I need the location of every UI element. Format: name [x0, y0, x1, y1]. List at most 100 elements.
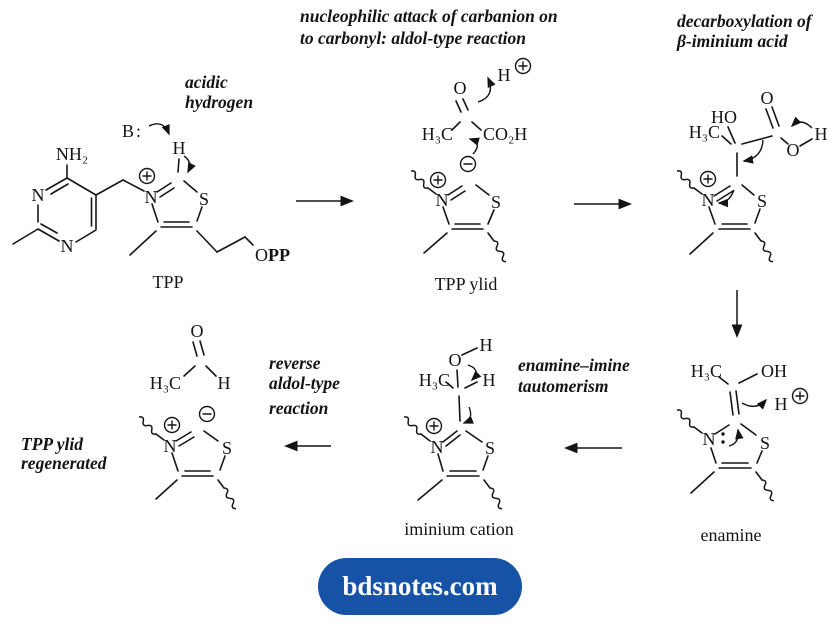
atom-label-o: O	[761, 88, 774, 108]
atom-label-s: S	[760, 433, 770, 453]
atom-label-o: O	[787, 140, 800, 160]
structure-tpp: NH₂ N N N S H B:	[12, 121, 290, 292]
structure-beta-iminium-acid: HO H₃C O O H N S	[674, 88, 828, 264]
atom-label-s: S	[757, 191, 767, 211]
atom-label-n: N	[702, 190, 715, 210]
structure-name-tpp-ylid: TPP ylid	[435, 274, 498, 294]
atom-label-s: S	[491, 192, 501, 212]
atom-label-h3c: H₃C	[419, 370, 450, 390]
structure-tpp-ylid-pyruvate: O H₃C CO₂H H N S TPP ylid	[408, 57, 532, 294]
atom-label-base: B:	[122, 121, 143, 141]
structure-iminium-cation: H O H₃C H N S iminium cation	[401, 335, 514, 539]
atom-label-n: N	[145, 187, 158, 207]
atom-label-ho: HO	[711, 107, 737, 127]
caption-line: aldol-type	[269, 373, 340, 393]
curved-arrow	[741, 398, 768, 410]
caption-tautomerism: enamine–imine tautomerism	[518, 355, 630, 396]
atom-label-oh: OH	[761, 361, 787, 381]
caption-line: to carbonyl: aldol-type reaction	[300, 28, 526, 48]
squiggle-bond	[758, 239, 776, 264]
caption-line: TPP ylid	[21, 434, 83, 454]
structure-enamine: H₃C OH H N S enamine	[674, 361, 809, 545]
plus-charge-icon	[699, 170, 717, 188]
squiggle-bond	[674, 407, 697, 430]
plus-charge-icon	[429, 171, 447, 189]
atom-label-co2h: CO₂H	[483, 124, 527, 144]
caption-line: decarboxylation of	[677, 11, 814, 31]
plus-charge-icon	[791, 387, 809, 405]
caption-line: reaction	[269, 398, 328, 418]
caption-line: reverse	[269, 353, 321, 373]
atom-label-h3c: H₃C	[422, 124, 453, 144]
structure-name-enamine: enamine	[701, 525, 762, 545]
caption-decarboxylation: decarboxylation of β-iminium acid	[676, 11, 814, 51]
atom-label-o: O	[255, 245, 268, 265]
caption-line: tautomerism	[518, 376, 608, 396]
methyl-bond	[129, 230, 157, 256]
atom-label-n: N	[703, 429, 716, 449]
plus-charge-icon	[138, 167, 156, 185]
curved-arrow	[742, 139, 764, 164]
structure-name-tpp: TPP	[152, 272, 183, 292]
caption-line: β-iminium acid	[676, 31, 788, 51]
squiggle-bond	[491, 239, 509, 264]
atom-label-h: H	[480, 335, 493, 355]
atom-label-h: H	[483, 370, 496, 390]
plus-charge-icon	[163, 416, 181, 434]
atom-label-o: O	[191, 321, 204, 341]
atom-label-s: S	[485, 438, 495, 458]
curved-arrow	[462, 406, 474, 424]
minus-charge-icon	[459, 155, 477, 173]
atom-label-o: O	[454, 78, 467, 98]
atom-label-pp: PP	[268, 245, 290, 265]
atom-label-h: H	[815, 124, 828, 144]
atom-label-h: H	[218, 373, 231, 393]
atom-label-nh2: NH₂	[56, 144, 88, 164]
squiggle-bond	[759, 478, 777, 503]
caption-reverse-aldol: reverse aldol-type reaction	[269, 353, 340, 418]
caption-ylid-regenerated: TPP ylid regenerated	[21, 434, 107, 473]
methyl-bond	[689, 232, 714, 255]
caption-acidic-hydrogen: acidic hydrogen	[185, 72, 253, 112]
caption-line: hydrogen	[185, 92, 253, 112]
squiggle-bond	[487, 486, 505, 511]
minus-charge-icon	[198, 405, 216, 423]
caption-line: regenerated	[21, 453, 107, 473]
atom-label-h3c: H₃C	[689, 122, 720, 142]
methyl-bond	[12, 228, 39, 245]
curved-arrow	[183, 155, 196, 174]
plus-charge-icon	[425, 417, 443, 435]
atom-label-h3c: H₃C	[691, 361, 722, 381]
squiggle-bond	[136, 414, 159, 437]
atom-label-n: N	[431, 437, 444, 457]
atom-label-s: S	[222, 438, 232, 458]
methyl-bond	[690, 471, 715, 494]
caption-line: nucleophilic attack of carbanion on	[300, 6, 558, 26]
bdsnotes-badge-label: bdsnotes.com	[342, 571, 498, 601]
atom-label-h: H	[173, 138, 186, 158]
squiggle-bond	[408, 168, 431, 191]
atom-label-n: N	[436, 190, 449, 210]
curved-arrow	[468, 137, 480, 155]
methyl-bond	[155, 479, 178, 500]
atom-label-h-plus: H	[498, 65, 511, 85]
curved-arrow	[467, 364, 482, 382]
squiggle-bond	[674, 168, 697, 191]
atom-label-h-plus: H	[775, 394, 788, 414]
caption-line: enamine–imine	[518, 355, 630, 375]
atom-label-n: N	[32, 185, 45, 205]
caption-aldol-reaction: nucleophilic attack of carbanion on to c…	[300, 6, 558, 48]
curved-arrow	[790, 116, 813, 129]
structure-name-iminium-cation: iminium cation	[404, 519, 514, 539]
atom-label-n: N	[164, 436, 177, 456]
squiggle-bond	[401, 414, 424, 437]
curved-arrow	[148, 123, 170, 136]
caption-line: acidic	[185, 72, 228, 92]
atom-label-s: S	[199, 189, 209, 209]
lone-pair-icon	[721, 432, 725, 444]
methyl-bond	[423, 232, 448, 254]
curved-arrow	[477, 76, 496, 103]
plus-charge-icon	[514, 57, 532, 75]
